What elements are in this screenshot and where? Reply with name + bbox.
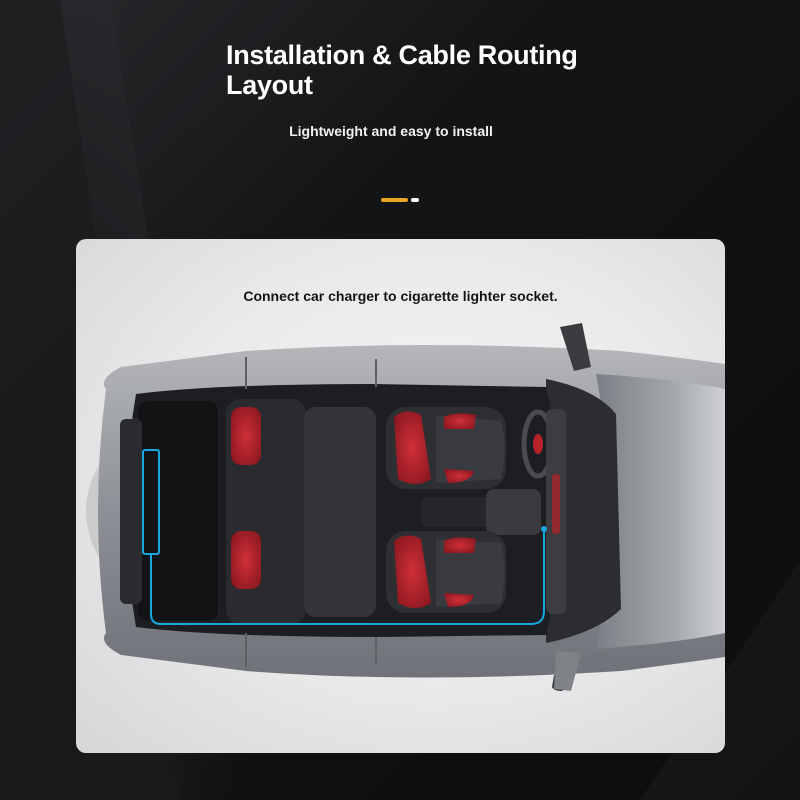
page-title: Installation & Cable Routing Layout bbox=[226, 40, 578, 100]
car-top-view-illustration bbox=[86, 323, 725, 691]
front-seat-right bbox=[386, 531, 506, 613]
carousel-dot-active[interactable] bbox=[381, 198, 408, 202]
page-subtitle: Lightweight and easy to install bbox=[289, 123, 493, 139]
front-seat-left bbox=[386, 407, 506, 489]
carousel-dot[interactable] bbox=[411, 198, 419, 202]
installation-card: Connect car charger to cigarette lighter… bbox=[76, 239, 725, 753]
cable-routing-path bbox=[142, 449, 547, 625]
card-caption: Connect car charger to cigarette lighter… bbox=[243, 288, 558, 304]
carousel-indicator bbox=[381, 198, 419, 202]
